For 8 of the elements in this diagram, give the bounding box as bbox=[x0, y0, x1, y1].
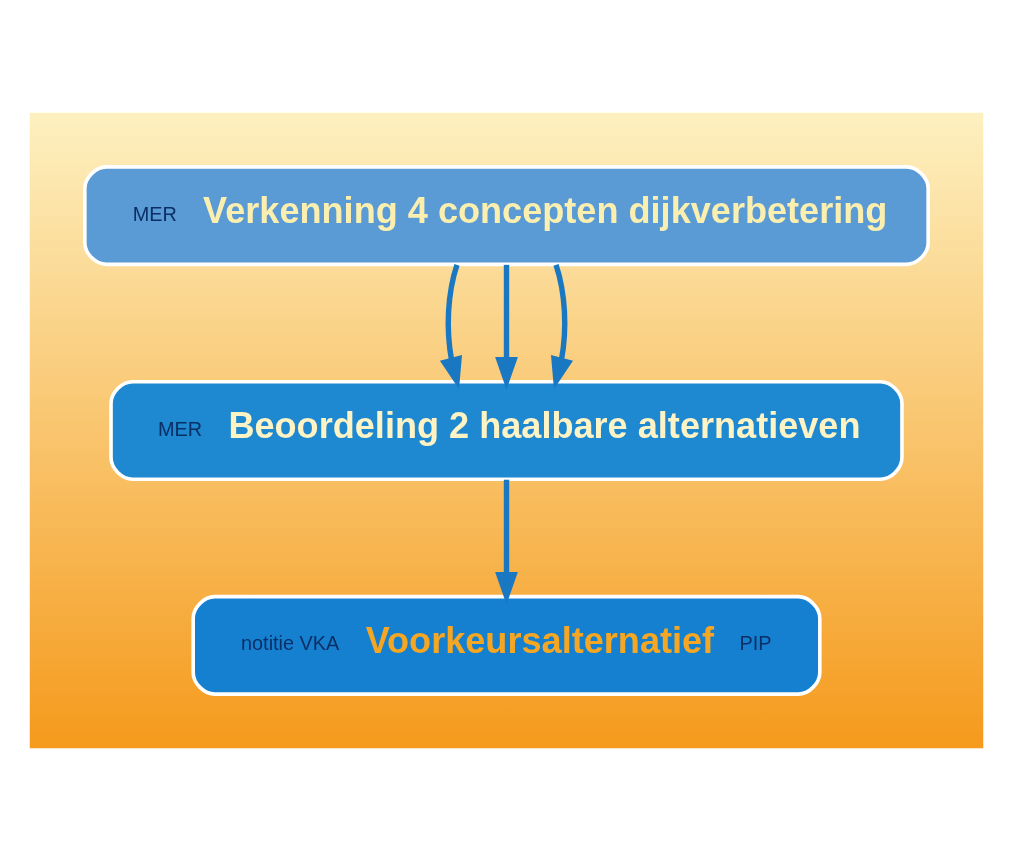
cluster bbox=[29, 112, 984, 748]
arrow bbox=[495, 479, 518, 605]
arrow bbox=[495, 264, 518, 390]
node-box: MER Beoordeling 2 haalbare alternatieven bbox=[109, 379, 904, 481]
node-box: MER Verkenning 4 concepten dijkverbetering bbox=[83, 164, 930, 266]
arrow bbox=[551, 263, 574, 389]
node-box: notitie VKA Voorkeursalternatief PIP bbox=[191, 594, 822, 696]
arrow bbox=[439, 263, 462, 389]
